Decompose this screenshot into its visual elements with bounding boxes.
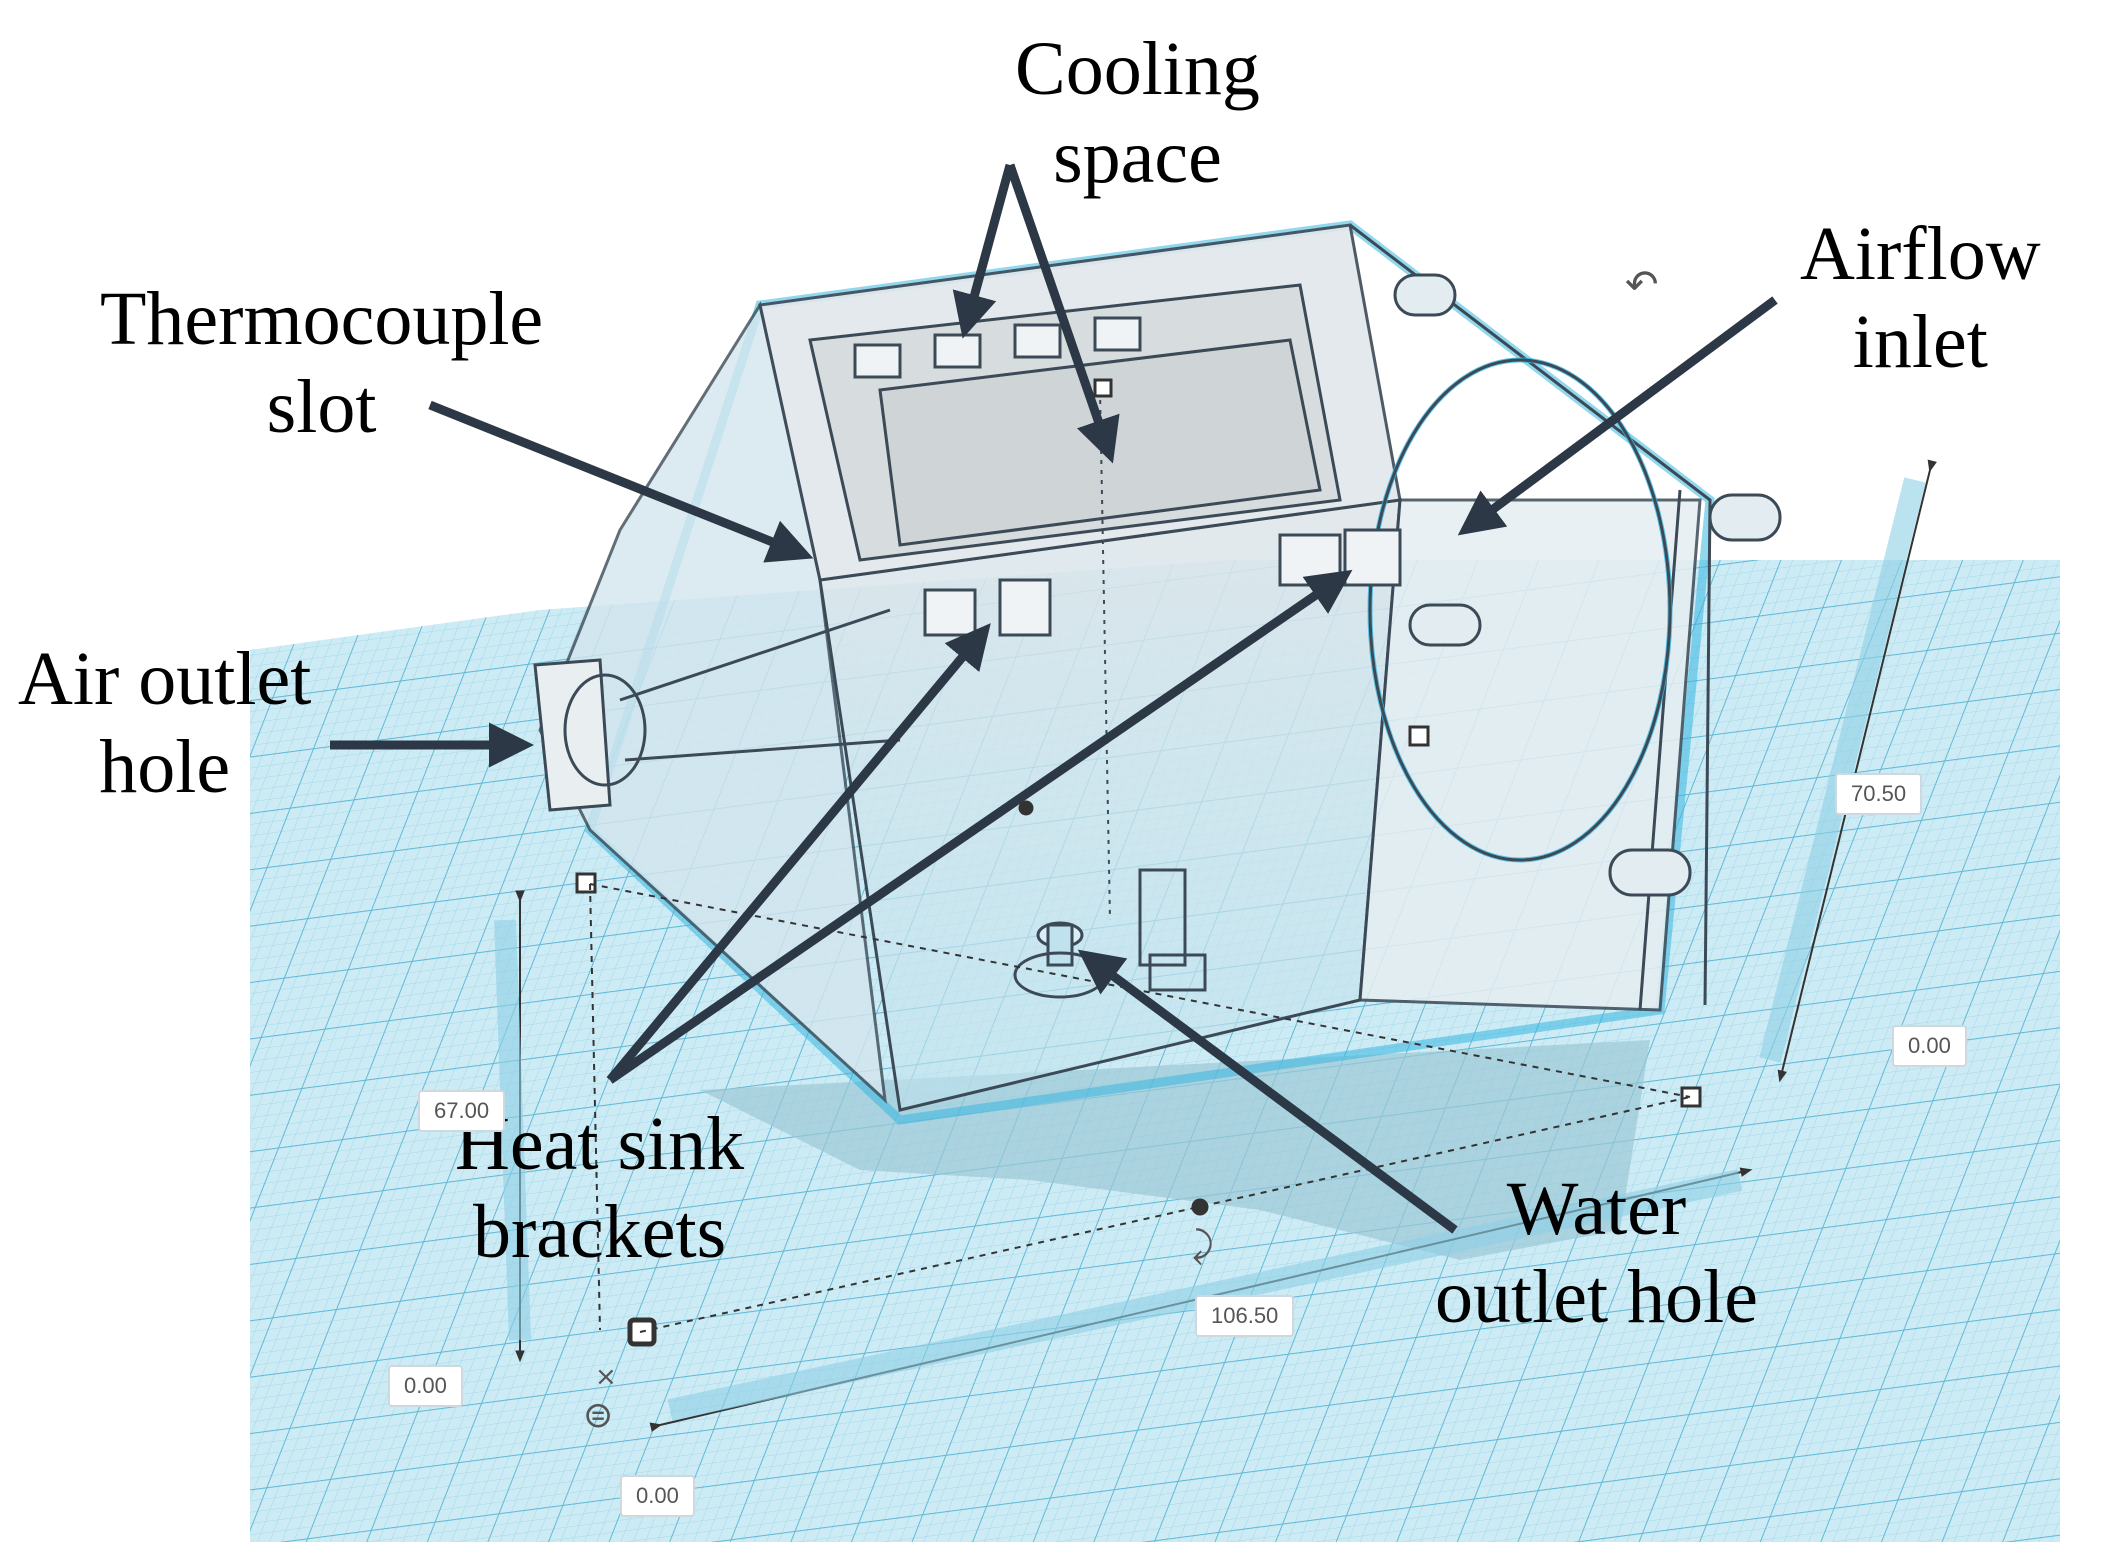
label-thermocouple-slot: Thermocouple slot — [100, 275, 543, 451]
dimension-origin-bottom-field[interactable]: 0.00 — [620, 1475, 695, 1517]
align-icon[interactable]: ⊜ — [583, 1395, 614, 1436]
label-line: Air outlet — [18, 637, 312, 721]
label-line: Thermocouple — [100, 277, 544, 361]
dimension-elevation-field[interactable]: 0.00 — [1892, 1025, 1967, 1067]
dimension-height-field[interactable]: 70.50 — [1835, 773, 1923, 815]
label-heat-sink-brackets: Heat sink brackets — [455, 1100, 744, 1276]
selection-handles[interactable] — [575, 378, 1702, 1347]
label-line: brackets — [472, 1190, 727, 1274]
dimension-origin-left-field[interactable]: 0.00 — [388, 1365, 463, 1407]
label-water-outlet-hole: Water outlet hole — [1435, 1165, 1758, 1341]
label-line: hole — [99, 725, 231, 809]
label-line: Airflow — [1800, 212, 2041, 296]
label-line: inlet — [1852, 300, 1988, 384]
rotate-icon[interactable]: ↶ — [1625, 262, 1659, 308]
close-icon[interactable]: × — [595, 1362, 617, 1392]
label-line: space — [1053, 115, 1222, 199]
turn-arrow-icon[interactable]: ⤸ — [1192, 1225, 1214, 1266]
dimension-depth-field[interactable]: 67.00 — [418, 1090, 506, 1132]
label-cooling-space: Cooling space — [1015, 25, 1260, 201]
label-air-outlet-hole: Air outlet hole — [18, 635, 311, 811]
label-line: outlet hole — [1435, 1255, 1758, 1339]
dimension-width-field[interactable]: 106.50 — [1195, 1295, 1295, 1337]
label-line: Water — [1506, 1167, 1687, 1251]
label-airflow-inlet: Airflow inlet — [1800, 210, 2041, 386]
callout-arrows — [330, 163, 1778, 1234]
label-line: slot — [266, 365, 377, 449]
label-line: Cooling — [1015, 27, 1260, 111]
